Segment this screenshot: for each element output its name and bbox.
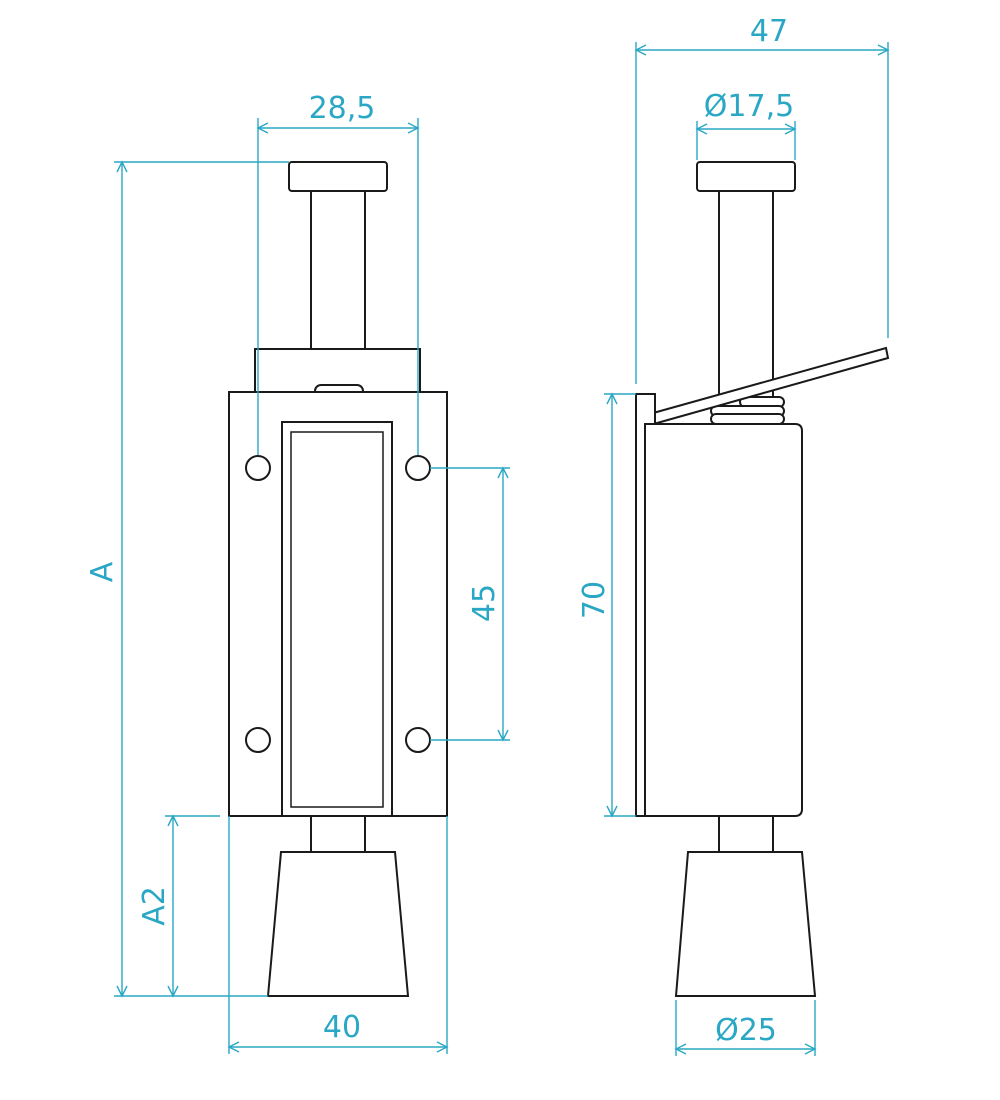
- front-rubber-foot: [266, 851, 410, 997]
- screw-hole-top-right: [405, 455, 431, 481]
- screw-hole-bottom-left: [245, 727, 271, 753]
- dimension-label-diameter-25: Ø25: [715, 1013, 777, 1048]
- front-cover: [281, 421, 393, 817]
- dimension-label-A: A: [85, 561, 120, 582]
- screw-hole-top-left: [245, 455, 271, 481]
- dimension-label-28-5: 28,5: [309, 91, 376, 126]
- dimension-label-diameter-17-5: Ø17,5: [704, 89, 794, 124]
- dimension-label-47: 47: [750, 14, 788, 49]
- screw-hole-bottom-right: [405, 727, 431, 753]
- dimension-label-70: 70: [577, 581, 612, 619]
- front-cover-inner: [290, 431, 384, 808]
- dimension-lines: [114, 42, 890, 1056]
- front-lower-shaft: [310, 815, 366, 853]
- side-view: [635, 161, 890, 997]
- side-lower-shaft: [718, 815, 774, 853]
- side-plunger-cap: [696, 161, 796, 192]
- dimension-label-A2: A2: [137, 886, 172, 926]
- front-plunger-shaft: [310, 190, 366, 350]
- side-body: [644, 423, 803, 817]
- front-view: [228, 161, 448, 997]
- dimension-label-40: 40: [323, 1010, 361, 1045]
- dimension-label-45: 45: [467, 584, 502, 622]
- front-plunger-cap: [288, 161, 388, 192]
- side-rubber-foot: [674, 851, 817, 997]
